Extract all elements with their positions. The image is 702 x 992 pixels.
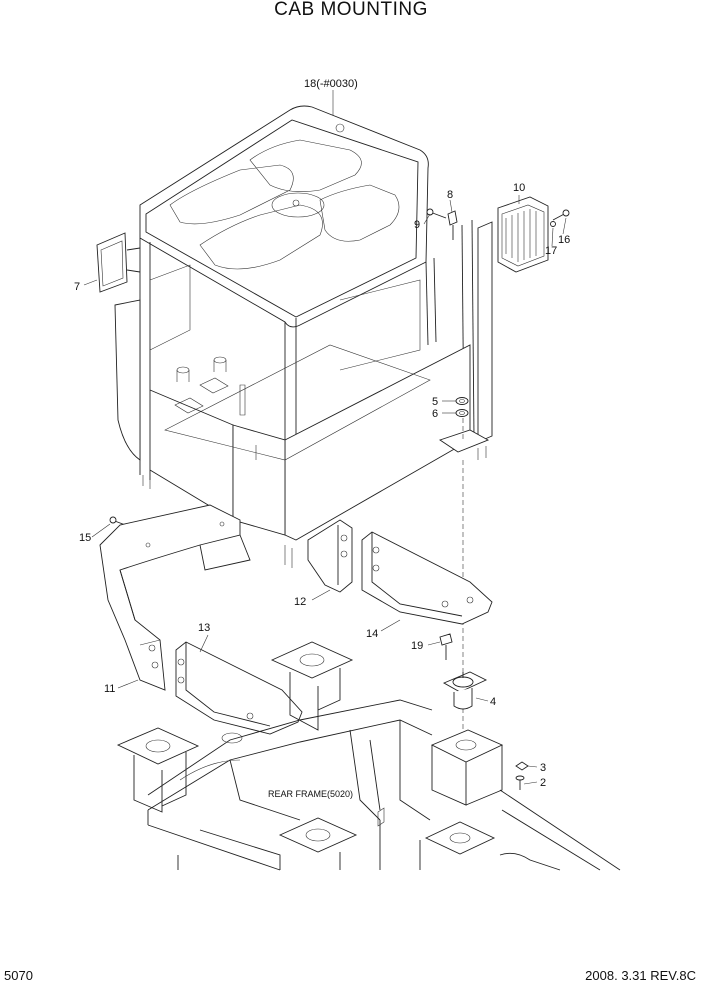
washers [455,397,469,417]
mirror [96,232,141,293]
bracket-11 [99,504,251,691]
callout-3: 3 [540,762,546,774]
bracket-12 [307,519,353,593]
callout-4: 4 [490,696,496,708]
callout-7: 7 [74,281,80,293]
callout-19: 19 [411,640,423,652]
bracket-14 [361,531,493,625]
callout-5: 5 [432,396,438,408]
nut-bolt-2-3 [515,761,529,790]
callout-13: 13 [198,622,210,634]
date-revision: 2008. 3.31 REV.8C [585,968,696,983]
callout-17: 17 [545,245,557,257]
callout-8: 8 [447,189,453,201]
callout-2: 2 [540,777,546,789]
callout-12: 12 [294,596,306,608]
callout-14: 14 [366,628,378,640]
callout-16: 16 [558,234,570,246]
air-filter [497,196,549,273]
callout-15: 15 [79,532,91,544]
bolt-15 [109,516,129,527]
callout-11: 11 [104,683,115,695]
callout-10: 10 [513,182,525,194]
bracket-13 [175,641,303,735]
small-fasteners [426,208,570,240]
cab-assembly [114,105,493,568]
page-number: 5070 [4,968,33,983]
rear-frame [116,641,621,871]
callout-6: 6 [432,408,438,420]
callouts: 2 3 4 5 6 7 8 9 10 11 12 13 14 15 16 17 … [74,78,570,789]
bolt-19 [439,633,453,660]
callout-18: 18(-#0030) [304,78,358,90]
page-title: CAB MOUNTING [274,0,428,20]
rear-frame-label: REAR FRAME(5020) [268,789,353,799]
leader-lines [83,90,567,785]
callout-9: 9 [414,219,420,231]
rubber-mount-4 [442,671,488,710]
